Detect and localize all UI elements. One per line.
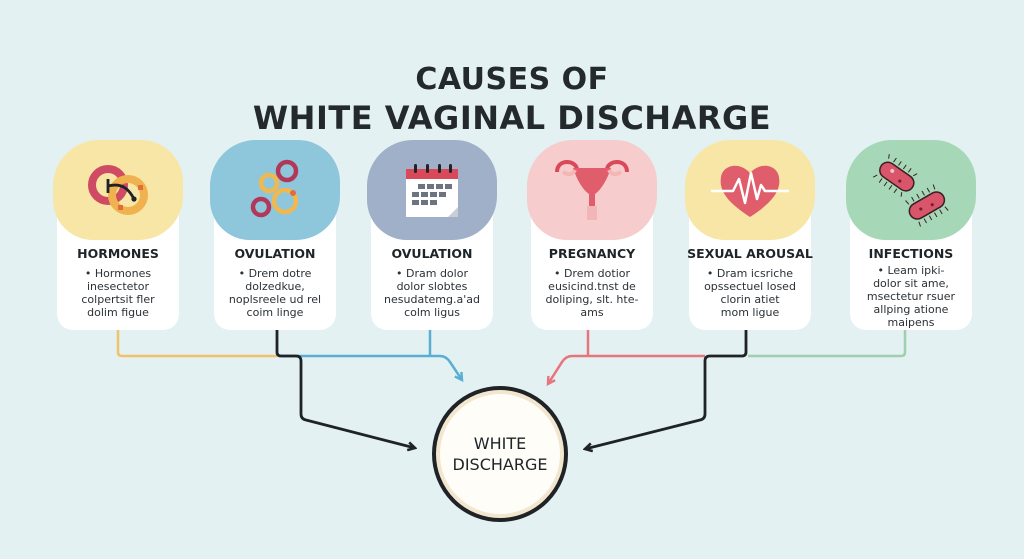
heartbeat-icon — [689, 148, 811, 232]
description-line: ams — [580, 306, 604, 319]
description-line: coim linge — [246, 306, 304, 319]
card-heading: INFECTIONS — [868, 246, 954, 261]
egg-cells-icon — [214, 148, 336, 232]
description-line: inesectetor — [87, 280, 149, 293]
icon-background — [846, 140, 976, 240]
title-line-1: CAUSES OF — [415, 62, 609, 97]
description-line: nesudatemg.a'ad — [384, 293, 480, 306]
card-description: • Drem dotior eusicind.tnst de doliping,… — [535, 267, 649, 319]
white-discharge-node: WHITE DISCHARGE — [432, 386, 568, 522]
center-line-1: WHITE — [473, 434, 527, 453]
card-heading: HORMONES — [77, 246, 159, 261]
card-heading: OVULATION — [391, 246, 473, 261]
card-infections: INFECTIONS • Leam ipki- dolor sit ame, m… — [846, 140, 976, 330]
title-line-2: WHITE VAGINAL DISCHARGE — [252, 99, 772, 137]
description-line: mom ligue — [720, 306, 780, 319]
description-line: dolim figue — [87, 306, 149, 319]
description-line: doliping, slt. hte- — [545, 293, 639, 306]
card-description: • Leam ipki- dolor sit ame, msectetur rs… — [854, 264, 968, 329]
bacteria-icon — [850, 148, 972, 232]
description-line: colpertsit fler — [81, 293, 155, 306]
description-line: dolor sit ame, — [873, 277, 949, 290]
description-line: allping atione — [873, 303, 949, 316]
description-line: • Drem dotre — [238, 267, 312, 280]
calendar-icon — [371, 148, 493, 232]
card-description: • Drem dotre dolzedkue, noplsreele ud re… — [218, 267, 332, 319]
card-description: • Dram dolor dolor slobtes nesudatemg.a'… — [375, 267, 489, 319]
card-heading: SEXUAL AROUSAL — [687, 246, 813, 261]
description-line: dolzedkue, — [245, 280, 305, 293]
description-line: • Dram icsriche — [706, 267, 794, 280]
description-line: opssectuel losed — [704, 280, 796, 293]
description-line: • Leam ipki- — [877, 264, 945, 277]
hormone-rings-icon — [57, 148, 179, 232]
description-line: noplsreele ud rel — [228, 293, 322, 306]
description-line: eusicind.tnst de — [548, 280, 636, 293]
description-line: colm ligus — [404, 306, 460, 319]
description-line: dolor slobtes — [396, 280, 468, 293]
card-hormones: HORMONES • Hormones inesectetor colperts… — [53, 140, 183, 330]
card-ovulation-2: OVULATION • Dram dolor dolor slobtes nes… — [367, 140, 497, 330]
description-line: msectetur rsuer — [866, 290, 956, 303]
uterus-icon — [531, 148, 653, 232]
card-heading: OVULATION — [234, 246, 316, 261]
card-sexual-arousal: SEXUAL AROUSAL • Dram icsriche opssectue… — [685, 140, 815, 330]
card-description: • Hormones inesectetor colpertsit fler d… — [61, 267, 175, 319]
description-line: maipens — [887, 316, 935, 329]
icon-background — [53, 140, 183, 240]
card-heading: PREGNANCY — [548, 246, 636, 261]
description-line: clorin atiet — [720, 293, 780, 306]
card-pregnancy: PREGNANCY • Drem dotior eusicind.tnst de… — [527, 140, 657, 330]
card-ovulation-1: OVULATION • Drem dotre dolzedkue, noplsr… — [210, 140, 340, 330]
card-description: • Dram icsriche opssectuel losed clorin … — [693, 267, 807, 319]
center-line-2: DISCHARGE — [452, 455, 548, 474]
description-line: • Hormones — [84, 267, 152, 280]
description-line: • Drem dotior — [553, 267, 631, 280]
description-line: • Dram dolor — [396, 267, 468, 280]
